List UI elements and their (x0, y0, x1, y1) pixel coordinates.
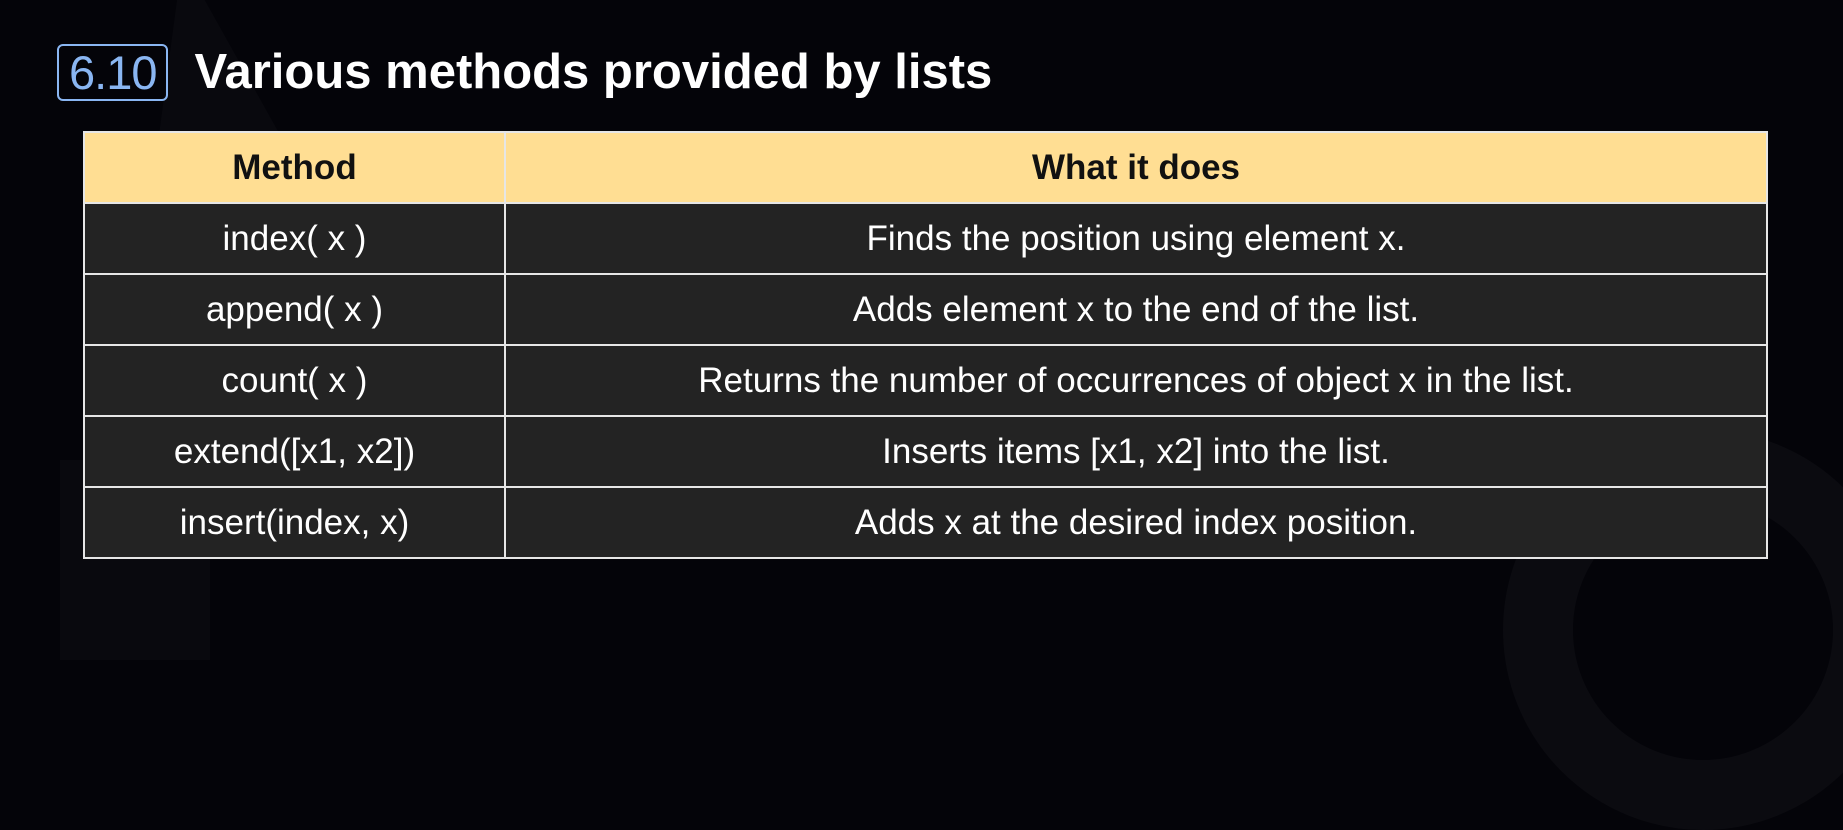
table-row: extend([x1, x2]) Inserts items [x1, x2] … (83, 415, 1768, 488)
description-cell: Returns the number of occurrences of obj… (504, 344, 1768, 417)
section-number-badge: 6.10 (57, 44, 169, 101)
method-cell: extend([x1, x2]) (83, 415, 506, 488)
methods-table: Method What it does index( x ) Finds the… (83, 131, 1768, 559)
method-cell: index( x ) (83, 202, 506, 275)
method-cell: count( x ) (83, 344, 506, 417)
table-row: index( x ) Finds the position using elem… (83, 202, 1768, 275)
description-cell: Inserts items [x1, x2] into the list. (504, 415, 1768, 488)
table-row: count( x ) Returns the number of occurre… (83, 344, 1768, 417)
description-cell: Adds x at the desired index position. (504, 486, 1768, 559)
table-row: insert(index, x) Adds x at the desired i… (83, 486, 1768, 559)
page-title: Various methods provided by lists (194, 45, 993, 99)
table-header-row: Method What it does (83, 131, 1768, 204)
title-row: 6.10 Various methods provided by lists (57, 44, 992, 101)
method-cell: append( x ) (83, 273, 506, 346)
description-cell: Finds the position using element x. (504, 202, 1768, 275)
table-row: append( x ) Adds element x to the end of… (83, 273, 1768, 346)
column-header-method: Method (83, 131, 506, 204)
description-cell: Adds element x to the end of the list. (504, 273, 1768, 346)
method-cell: insert(index, x) (83, 486, 506, 559)
column-header-description: What it does (504, 131, 1768, 204)
